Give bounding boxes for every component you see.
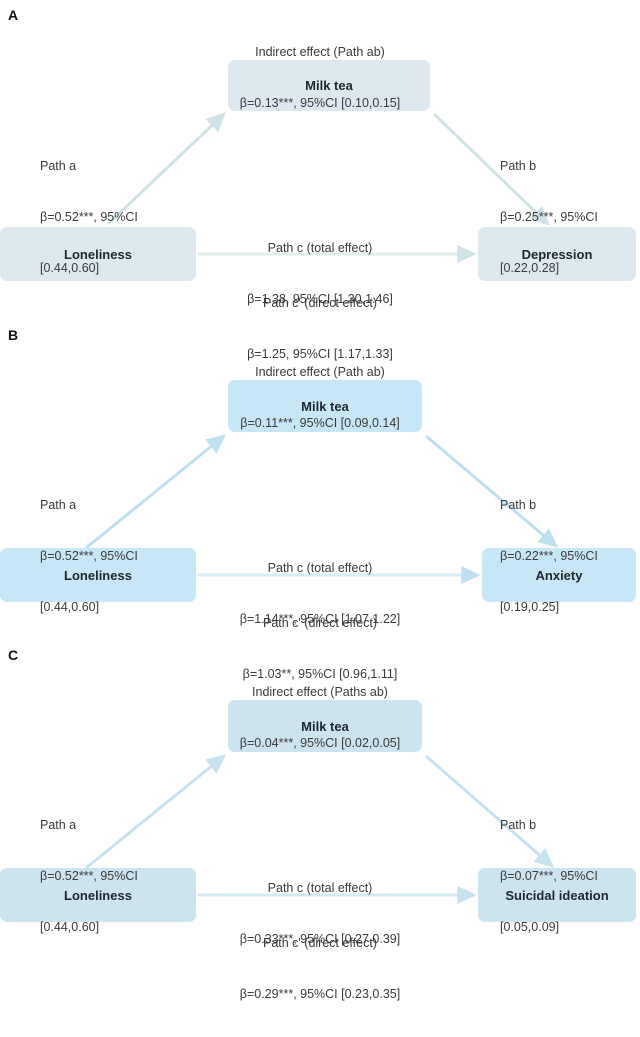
node-mediator-milk-tea[interactable]: Milk tea (228, 700, 422, 752)
path-b-stats-2: [0.19,0.25] (500, 600, 560, 614)
label-path-b: Path b β=0.22***, 95%CI [0.19,0.25] (500, 463, 598, 650)
panel-c: C Milk tea Loneliness Suicidal ideation … (0, 640, 640, 1001)
indirect-title: Indirect effect (Path ab) (255, 45, 385, 59)
node-mediator-milk-tea[interactable]: Milk tea (228, 60, 430, 111)
path-b-title: Path b (500, 159, 537, 173)
label-path-c: Path c (total effect) β=1.14***, 95%CI [… (0, 526, 640, 662)
path-a-stats-1: β=0.52***, 95%CI (40, 549, 138, 563)
node-predictor-loneliness[interactable]: Loneliness (0, 227, 196, 281)
path-b-stats-2: [0.22,0.28] (500, 261, 560, 275)
path-a-stats-1: β=0.52***, 95%CI (40, 210, 138, 224)
path-c-title: Path c (total effect) (267, 561, 373, 575)
label-path-a: Path a β=0.52***, 95%CI [0.44,0.60] (40, 463, 138, 650)
label-indirect-effect: Indirect effect (Path ab) β=0.11***, 95%… (0, 330, 640, 466)
path-a-title: Path a (40, 159, 77, 173)
path-c-stats: β=1.14***, 95%CI [1.07,1.22] (239, 612, 401, 626)
node-label: Loneliness (64, 887, 132, 903)
path-arrows-b (85, 434, 559, 584)
arrow-path-b (425, 754, 555, 868)
arrow-path-b (432, 112, 550, 226)
indirect-stats: β=0.13***, 95%CI [0.10,0.15] (239, 96, 401, 110)
label-path-a: Path a β=0.52***, 95%CI [0.44,0.60] (40, 124, 138, 311)
node-outcome[interactable]: Depression (478, 227, 636, 281)
path-c-stats: β=0.33***, 95%CI [0.27,0.39] (239, 932, 401, 946)
label-path-c-prime: Path c' (direct effect) β=1.03**, 95%CI … (0, 581, 640, 717)
path-c-prime-stats: β=0.29***, 95%CI [0.23,0.35] (239, 987, 401, 1001)
node-label: Depression (521, 246, 593, 262)
path-arrows-c (85, 754, 555, 904)
indirect-title: Indirect effect (Paths ab) (252, 685, 388, 699)
arrow-path-a (85, 754, 227, 870)
path-c-prime-title: Path c' (direct effect) (262, 936, 377, 950)
node-label: Suicidal ideation (505, 887, 609, 903)
node-outcome[interactable]: Anxiety (482, 548, 636, 602)
arrow-path-a (106, 112, 226, 226)
path-c-prime-stats: β=1.03**, 95%CI [0.96,1.11] (242, 667, 398, 681)
path-b-title: Path b (500, 498, 537, 512)
path-b-stats-1: β=0.07***, 95%CI (500, 869, 598, 883)
node-predictor-loneliness[interactable]: Loneliness (0, 868, 196, 922)
node-label: Loneliness (64, 567, 132, 583)
path-b-stats-2: [0.05,0.09] (500, 920, 560, 934)
path-c-prime-stats: β=1.25, 95%CI [1.17,1.33] (247, 347, 393, 361)
node-mediator-milk-tea[interactable]: Milk tea (228, 380, 422, 432)
node-label: Milk tea (301, 398, 349, 414)
panel-a: A Milk tea Loneliness Depression Indirec… (0, 0, 640, 361)
label-path-b: Path b β=0.25***, 95%CI [0.22,0.28] (500, 124, 598, 311)
panel-letter-c: C (8, 647, 19, 663)
path-a-stats-2: [0.44,0.60] (40, 261, 100, 275)
path-b-title: Path b (500, 818, 537, 832)
node-label: Milk tea (301, 718, 349, 734)
arrow-path-b (425, 434, 559, 548)
label-path-c: Path c (total effect) β=0.33***, 95%CI [… (0, 846, 640, 982)
panel-letter-a: A (8, 7, 19, 23)
label-path-b: Path b β=0.07***, 95%CI [0.05,0.09] (500, 783, 598, 970)
path-a-stats-1: β=0.52***, 95%CI (40, 869, 138, 883)
indirect-stats: β=0.04***, 95%CI [0.02,0.05] (239, 736, 401, 750)
path-arrows-a (106, 112, 550, 263)
path-a-title: Path a (40, 818, 77, 832)
arrow-path-a (85, 434, 227, 550)
path-b-stats-1: β=0.25***, 95%CI (500, 210, 598, 224)
panel-letter-b: B (8, 327, 19, 343)
label-indirect-effect: Indirect effect (Path ab) β=0.13***, 95%… (0, 10, 640, 146)
node-predictor-loneliness[interactable]: Loneliness (0, 548, 196, 602)
label-path-a: Path a β=0.52***, 95%CI [0.44,0.60] (40, 783, 138, 970)
path-c-prime-title: Path c' (direct effect) (262, 616, 377, 630)
label-path-c-prime: Path c' (direct effect) β=0.29***, 95%CI… (0, 901, 640, 1037)
path-b-stats-1: β=0.22***, 95%CI (500, 549, 598, 563)
node-outcome[interactable]: Suicidal ideation (478, 868, 636, 922)
path-c-title: Path c (total effect) (267, 241, 373, 255)
label-indirect-effect: Indirect effect (Paths ab) β=0.04***, 95… (0, 650, 640, 786)
node-label: Loneliness (64, 246, 132, 262)
path-a-stats-2: [0.44,0.60] (40, 600, 100, 614)
node-label: Anxiety (535, 567, 583, 583)
path-c-title: Path c (total effect) (267, 881, 373, 895)
label-path-c: Path c (total effect) β=1.38, 95%CI [1.3… (0, 206, 640, 342)
panel-b: B Milk tea Loneliness Anxiety Indirect e… (0, 320, 640, 681)
path-a-stats-2: [0.44,0.60] (40, 920, 100, 934)
path-c-stats: β=1.38, 95%CI [1.30,1.46] (247, 292, 393, 306)
path-a-title: Path a (40, 498, 77, 512)
indirect-title: Indirect effect (Path ab) (255, 365, 385, 379)
indirect-stats: β=0.11***, 95%CI [0.09,0.14] (240, 416, 400, 430)
label-path-c-prime: Path c' (direct effect) β=1.25, 95%CI [1… (0, 261, 640, 397)
path-c-prime-title: Path c' (direct effect) (262, 296, 377, 310)
node-label: Milk tea (305, 78, 353, 93)
